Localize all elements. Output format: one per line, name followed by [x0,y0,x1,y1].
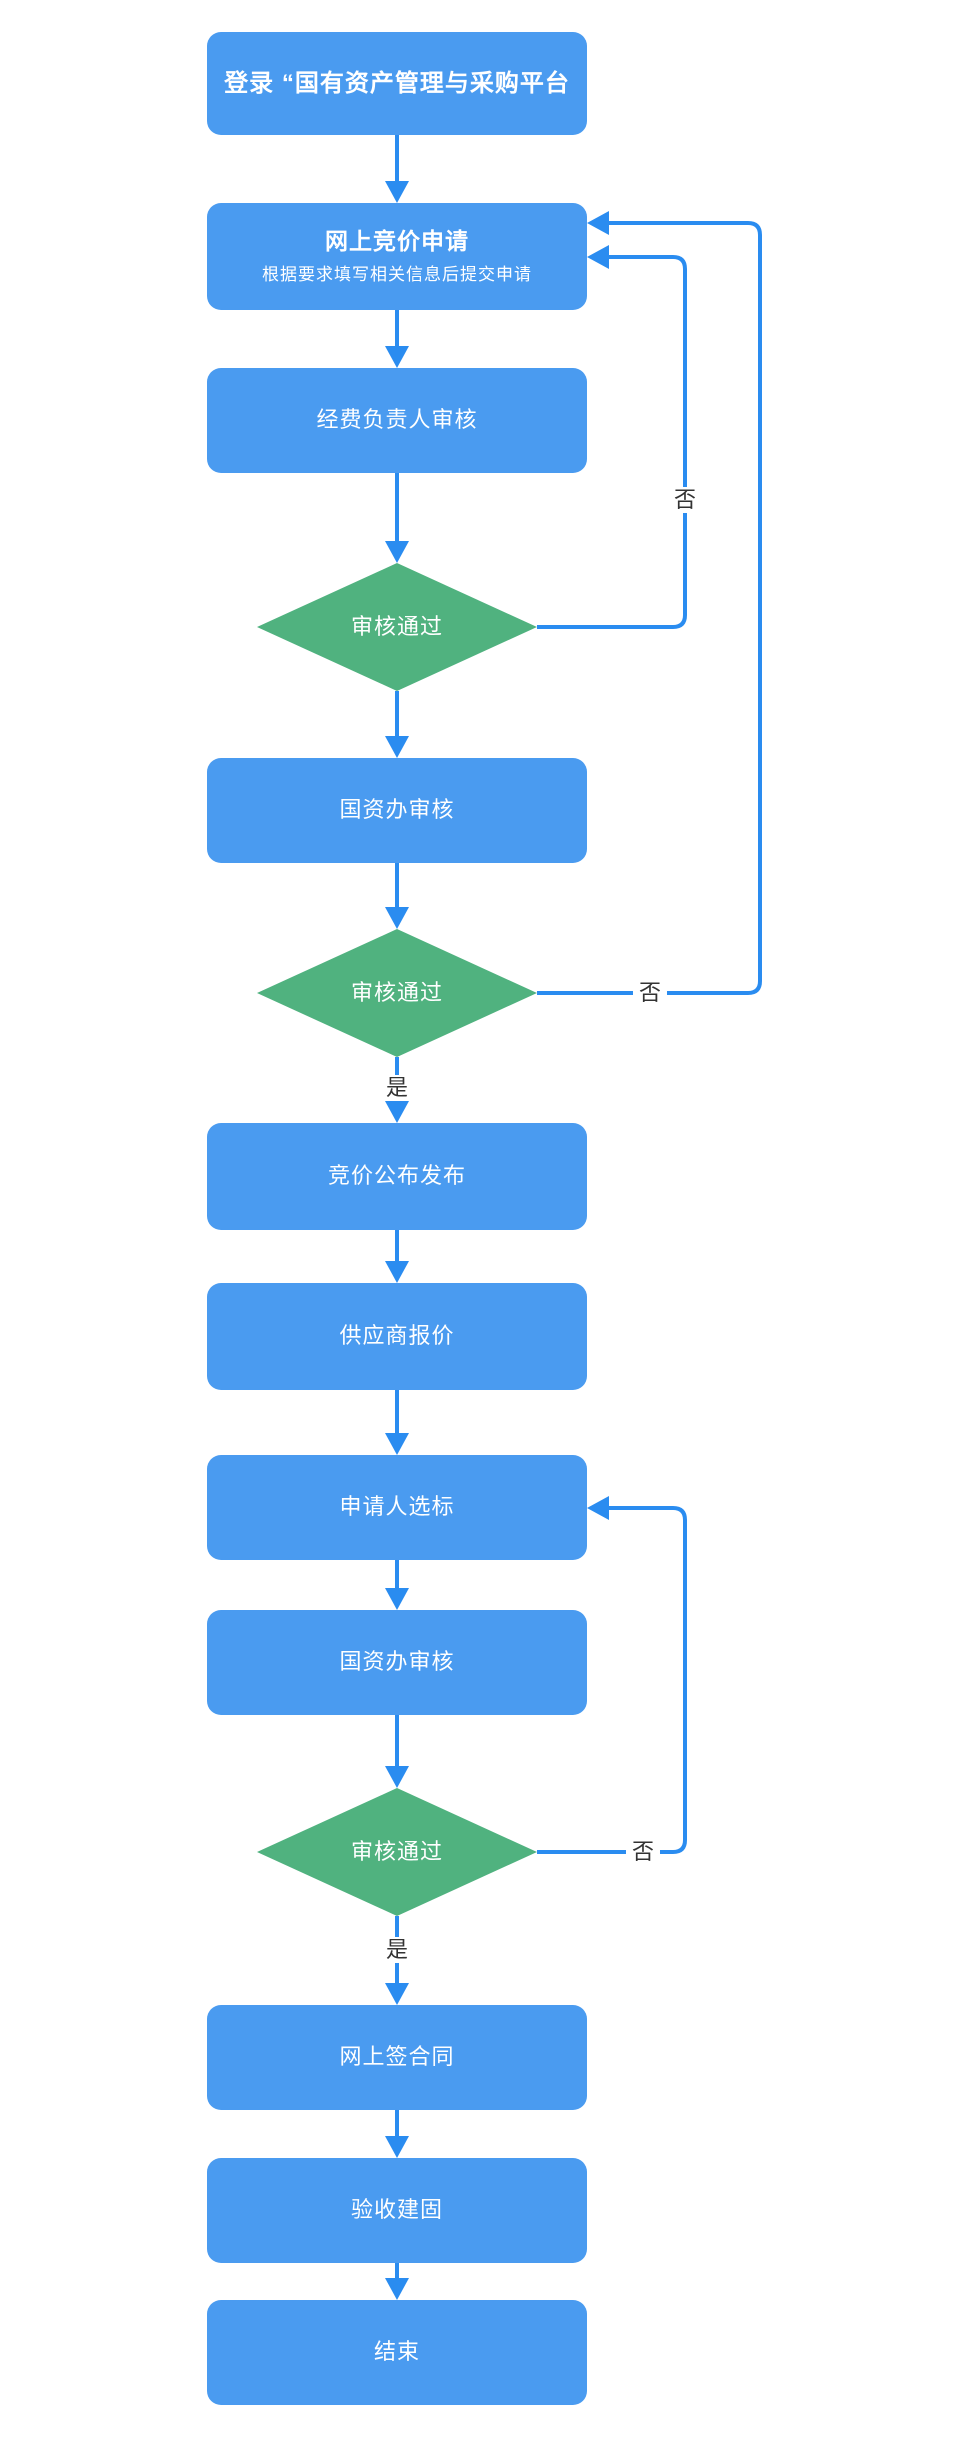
node-supplier-quote-label: 供应商报价 [339,1323,455,1349]
node-select-bid: 申请人选标 [207,1455,587,1560]
node-publish-label: 竞价公布发布 [327,1163,466,1189]
node-end: 结束 [207,2300,587,2405]
edge-label-no-review2: 否 [632,980,668,1006]
node-funding-review: 经费负责人审核 [207,368,587,473]
node-select-bid-label: 申请人选标 [339,1494,455,1520]
node-gzb-review-2: 国资办审核 [207,1610,587,1715]
decision-review-2-label: 审核通过 [350,979,443,1005]
node-acceptance: 验收建固 [207,2158,587,2263]
edge-review1-no-loop [537,245,687,629]
edge-select-to-gzb2 [385,1560,409,1610]
node-bid-apply-label: 网上竞价申请 [325,227,469,254]
node-supplier-quote: 供应商报价 [207,1283,587,1390]
node-login: 登录 “国有资产管理与采购平台 [207,32,587,135]
edge-label-yes-review3: 是 [379,1937,415,1963]
edge-sign-to-acceptance [385,2110,409,2158]
edge-review3-no-loop [537,1496,687,1854]
edge-publish-to-supplier [385,1230,409,1283]
edge-funding-to-review1 [385,473,409,563]
node-gzb-review-2-label: 国资办审核 [339,1649,455,1675]
decision-review-3-label: 审核通过 [350,1838,443,1864]
node-sign-contract-label: 网上签合同 [339,2044,455,2070]
node-bid-apply: 网上竞价申请 根据要求填写相关信息后提交申请 [207,203,587,310]
node-funding-review-label: 经费负责人审核 [316,407,478,433]
edge-login-to-apply [385,135,409,203]
edge-apply-to-funding [385,310,409,368]
decision-review-1-label: 审核通过 [350,613,443,639]
node-sign-contract: 网上签合同 [207,2005,587,2110]
edge-acceptance-to-end [385,2263,409,2300]
edge-label-no-review3: 否 [625,1839,661,1865]
edge-review2-no-loop [537,211,762,995]
node-gzb-review-1: 国资办审核 [207,758,587,863]
node-gzb-review-1-label: 国资办审核 [339,797,455,823]
node-login-label: 登录 “国有资产管理与采购平台 [224,69,570,97]
node-publish: 竞价公布发布 [207,1123,587,1230]
node-end-label: 结束 [373,2339,420,2365]
edge-label-no-review1: 否 [667,487,703,513]
edge-gzb1-to-review2 [385,863,409,929]
edge-review1-to-gzb1 [385,691,409,758]
node-bid-apply-sublabel: 根据要求填写相关信息后提交申请 [262,265,532,285]
node-acceptance-label: 验收建固 [350,2197,443,2223]
edge-gzb2-to-review3 [385,1715,409,1788]
edge-label-yes-review2: 是 [379,1075,415,1101]
edge-supplier-to-select [385,1390,409,1455]
